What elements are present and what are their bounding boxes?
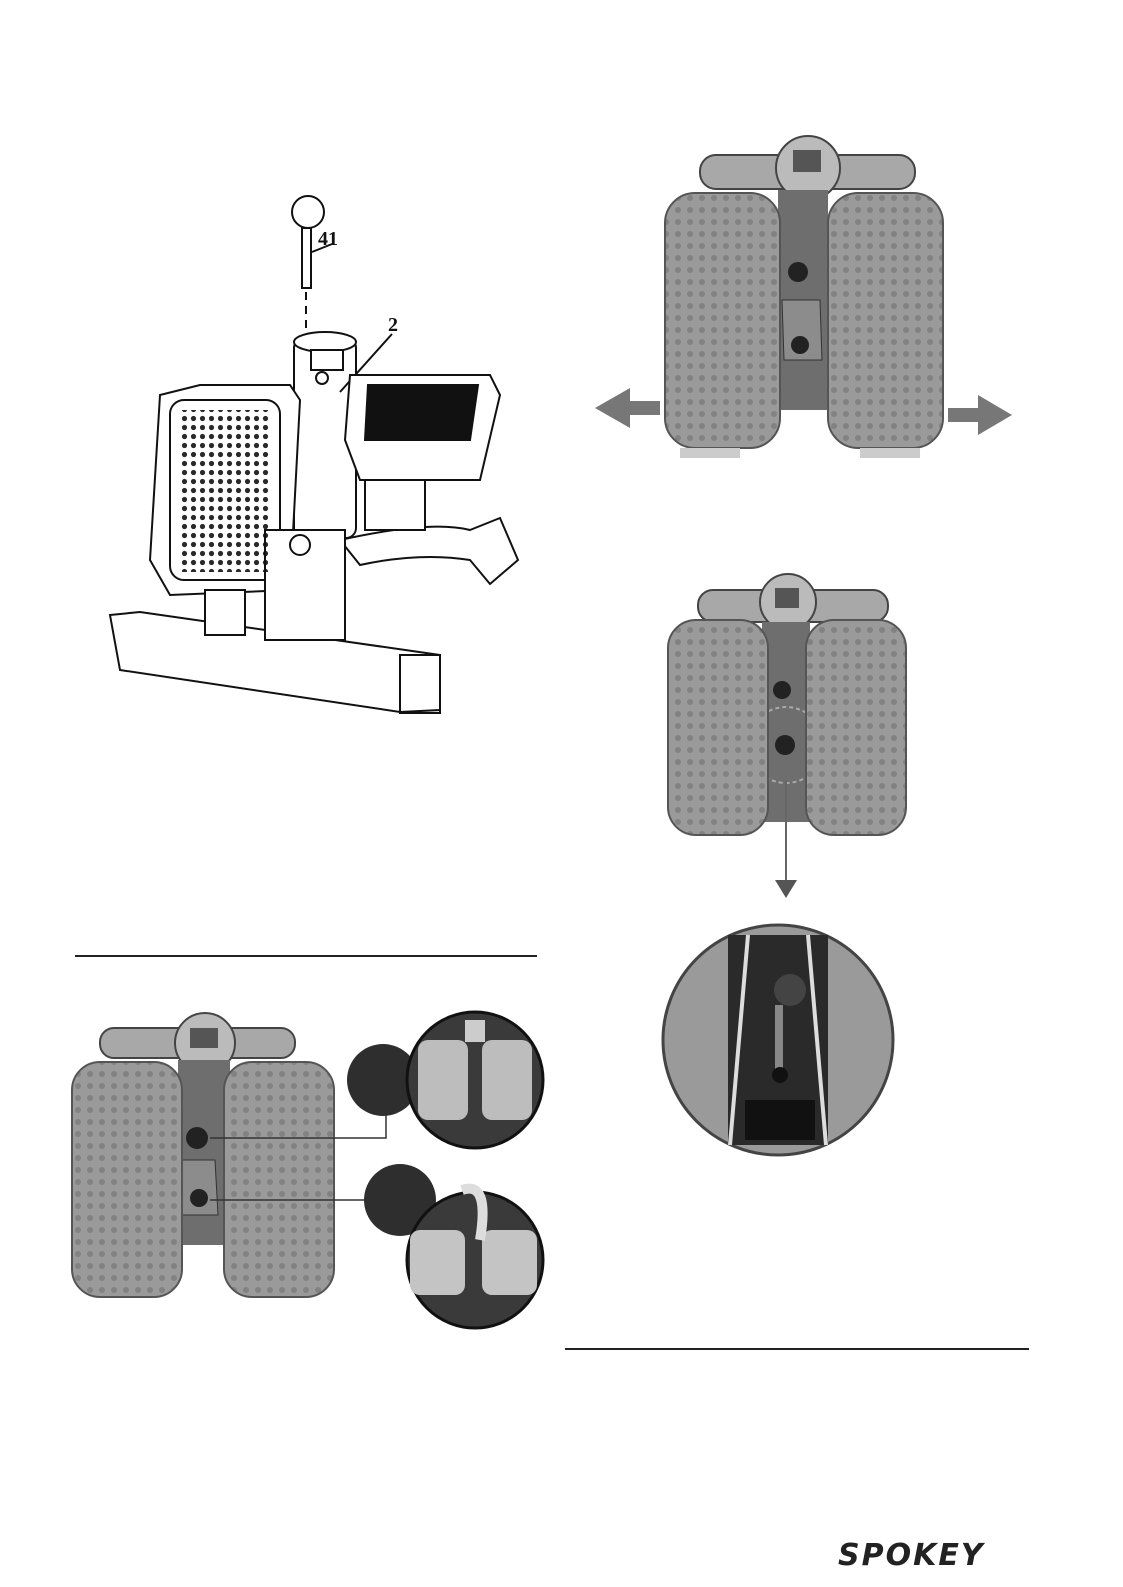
- section-divider-right: [565, 1348, 1029, 1350]
- brand-logo: SPOKEY: [838, 1538, 985, 1573]
